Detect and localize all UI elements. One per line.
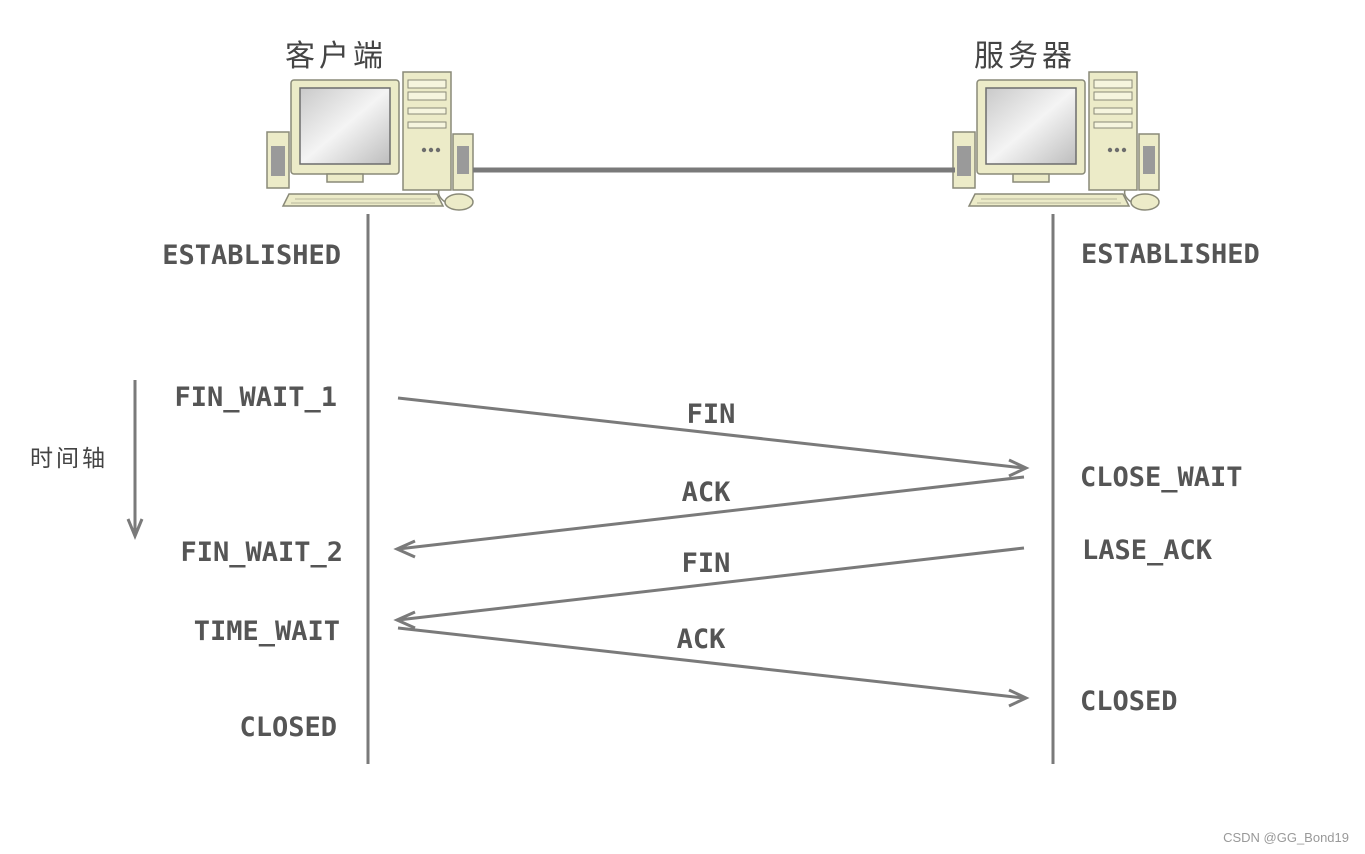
arrowhead-icon <box>1008 458 1030 478</box>
message-ack-client-to-server: ACK <box>397 624 1030 708</box>
timeline-arrow <box>126 380 144 540</box>
arrow-down-icon <box>126 518 144 540</box>
client-state-fin-wait-1: FIN_WAIT_1 <box>174 382 337 413</box>
watermark-text: CSDN @GG_Bond19 <box>1223 830 1349 845</box>
server-state-established: ESTABLISHED <box>1081 239 1260 270</box>
arrowhead-icon <box>393 610 416 630</box>
client-state-fin-wait-2: FIN_WAIT_2 <box>180 537 343 568</box>
client-state-time-wait: TIME_WAIT <box>194 616 340 647</box>
message-ack-server-to-client: ACK <box>393 475 1025 559</box>
client-state-established: ESTABLISHED <box>162 240 341 271</box>
client-state-closed: CLOSED <box>239 712 337 743</box>
server-state-close-wait: CLOSE_WAIT <box>1080 462 1243 493</box>
timeline-label: 时间轴 <box>30 446 108 472</box>
message-label: FIN <box>687 399 736 430</box>
server-state-closed: CLOSED <box>1080 686 1178 717</box>
arrowhead-icon <box>1008 688 1030 708</box>
client-title: 客户端 <box>285 39 387 74</box>
server-state-lase-ack: LASE_ACK <box>1082 535 1213 566</box>
message-fin-client-to-server: FIN <box>397 396 1030 478</box>
server-title: 服务器 <box>974 39 1076 74</box>
message-label: FIN <box>682 548 731 579</box>
message-label: ACK <box>677 624 727 655</box>
client-computer-icon <box>266 71 474 211</box>
server-computer-icon <box>952 71 1160 211</box>
message-label: ACK <box>682 477 732 508</box>
message-fin-server-to-client: FIN <box>393 546 1025 630</box>
arrowhead-icon <box>393 539 416 559</box>
